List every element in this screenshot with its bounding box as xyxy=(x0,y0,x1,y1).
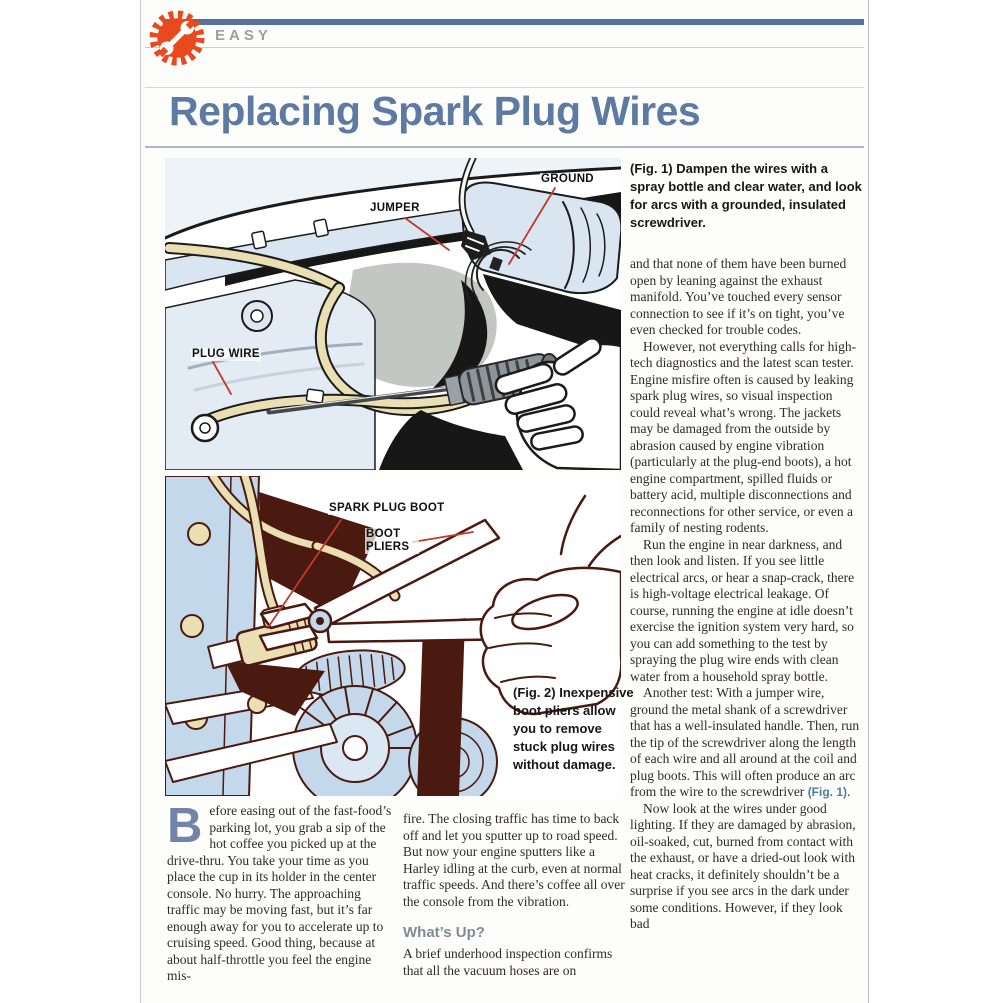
hand xyxy=(494,337,621,470)
header-rule xyxy=(145,47,864,48)
title-bottom-rule xyxy=(145,146,864,148)
plug-wires xyxy=(207,476,401,622)
hand xyxy=(479,566,621,716)
figure1-reference: (Fig. 1) xyxy=(807,785,848,799)
figure2-label-spark-plug-boot: SPARK PLUG BOOT xyxy=(328,502,446,515)
figure1-caption: (Fig. 1) Dampen the wires with a spray b… xyxy=(630,161,862,230)
body-paragraph-2: However, not everything calls for high-t… xyxy=(630,338,857,536)
intro-paragraph-continued: fire. The closing traffic has time to ba… xyxy=(403,811,625,909)
paragraph-4-period: . xyxy=(847,784,851,799)
difficulty-gear-wrench-icon xyxy=(149,10,205,66)
figure-1: JUMPER GROUND PLUG WIRE xyxy=(165,158,621,470)
leader-lines xyxy=(268,519,474,627)
wrench-glyph xyxy=(157,18,197,58)
intro-text: efore easing out of the fast-food’s park… xyxy=(167,803,392,983)
article-title: Replacing Spark Plug Wires xyxy=(169,88,701,134)
figure1-illustration xyxy=(165,158,621,470)
intro-column-2: fire. The closing traffic has time to ba… xyxy=(403,811,627,979)
figure1-label-ground: GROUND xyxy=(540,173,595,186)
paragraph-4-text: Another test: With a jumper wire, ground… xyxy=(630,685,860,799)
figure2-label-boot-pliers: BOOT PLIERS xyxy=(365,528,419,554)
body-paragraph-5: Now look at the wires under good lightin… xyxy=(630,800,856,932)
jumper-wire-clip xyxy=(458,158,532,306)
body-paragraph-3: Run the engine in near darkness, and the… xyxy=(630,536,855,684)
difficulty-label: EASY xyxy=(215,27,272,44)
figure1-label-plug-wire: PLUG WIRE xyxy=(191,348,261,361)
figure2-caption: (Fig. 2) Inexpensive boot pliers allow y… xyxy=(513,685,634,772)
right-column: (Fig. 1) Dampen the wires with a spray b… xyxy=(630,160,864,933)
drop-cap: B xyxy=(167,799,203,853)
title-top-rule xyxy=(145,87,864,88)
top-accent-bar xyxy=(163,19,864,25)
body-paragraph-1: and that none of them have been burned o… xyxy=(630,256,847,337)
figure-2: SPARK PLUG BOOT BOOT PLIERS xyxy=(165,476,621,796)
body-paragraph-4: Another test: With a jumper wire, ground… xyxy=(630,685,864,801)
air-duct xyxy=(461,181,621,295)
figure1-label-jumper: JUMPER xyxy=(369,202,421,215)
magazine-page: EASY Replacing Spark Plug Wires xyxy=(140,0,869,1003)
figure2-illustration xyxy=(165,476,621,796)
whats-up-paragraph: A brief underhood inspection confirms th… xyxy=(403,946,613,978)
section-subhead: What’s Up? xyxy=(403,924,485,941)
leader-lines xyxy=(212,187,556,395)
